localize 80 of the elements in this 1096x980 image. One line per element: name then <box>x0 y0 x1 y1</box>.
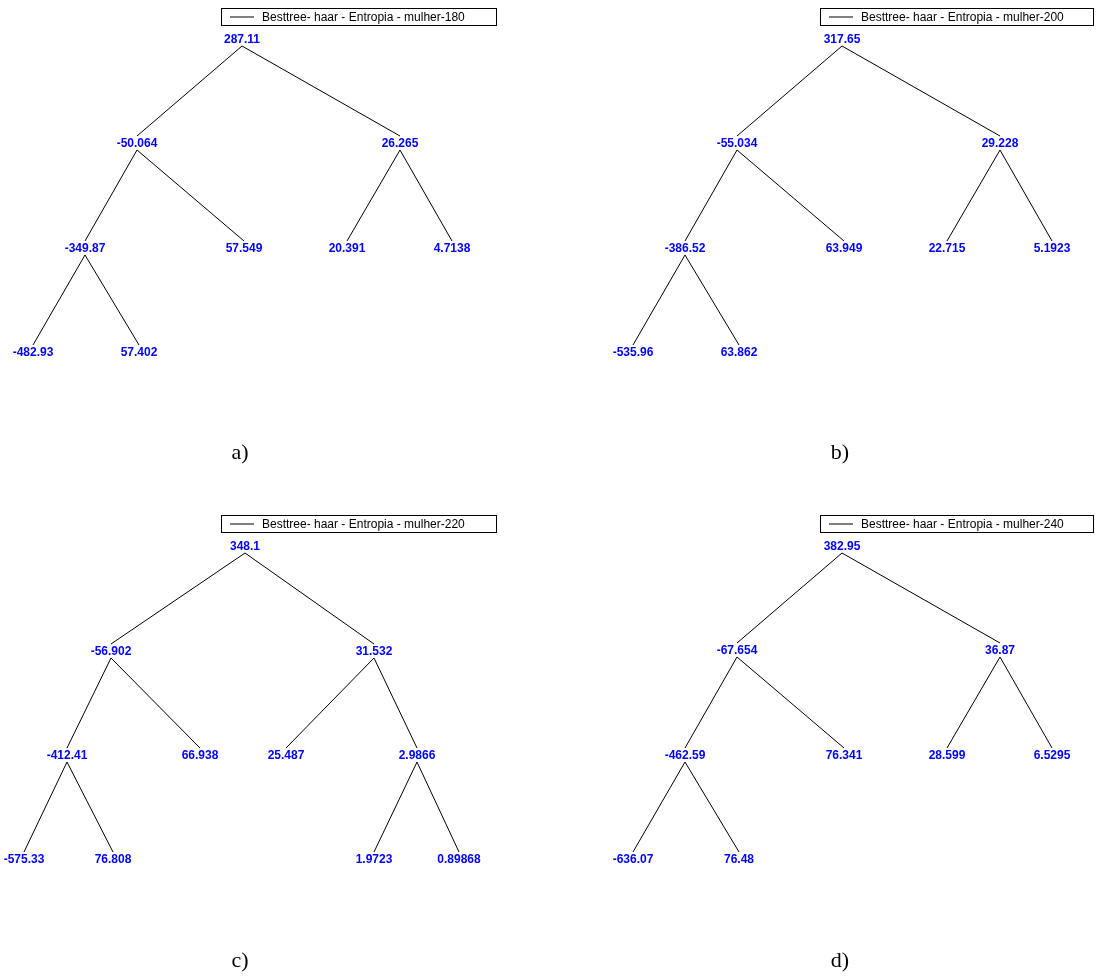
tree-branch-line <box>136 45 243 137</box>
legend-text: Besttree- haar - Entropia - mulher-180 <box>262 10 465 24</box>
node-value: -386.52 <box>664 241 706 255</box>
tree-branch-line <box>373 761 418 853</box>
tree-branch-line <box>999 656 1053 749</box>
legend-text: Besttree- haar - Entropia - mulher-240 <box>861 517 1064 531</box>
node-value: 1.9723 <box>355 852 393 866</box>
node-value: -50.064 <box>116 136 158 150</box>
tree-branch-line <box>373 657 418 749</box>
tree-branch-line <box>736 149 845 242</box>
node-value: 63.862 <box>720 345 758 359</box>
tree-branch-line <box>399 149 453 242</box>
node-value: 76.808 <box>94 852 132 866</box>
tree-branch-line <box>66 761 114 853</box>
tree-branch-line <box>684 761 740 853</box>
panel-label: d) <box>830 947 850 973</box>
tree-branch-line <box>684 254 740 346</box>
node-value: -67.654 <box>716 643 758 657</box>
node-value: 4.7138 <box>433 241 471 255</box>
node-value: 66.938 <box>181 748 219 762</box>
node-value: -535.96 <box>612 345 654 359</box>
node-value: 76.48 <box>724 852 754 866</box>
node-value: 76.341 <box>825 748 863 762</box>
tree-branch-line <box>84 254 140 346</box>
node-value: 348.1 <box>230 539 260 553</box>
node-value: 29.228 <box>981 136 1019 150</box>
node-value: 287.11 <box>224 32 260 46</box>
node-value: 6.5295 <box>1033 748 1071 762</box>
node-value: 57.549 <box>225 241 263 255</box>
node-value: 26.265 <box>381 136 419 150</box>
tree-branch-line <box>736 552 843 644</box>
node-value: -56.902 <box>90 644 132 658</box>
tree-branch-line <box>23 761 68 853</box>
tree-branch-line <box>684 656 738 749</box>
tree-branch-line <box>110 552 246 645</box>
tree-branch-line <box>736 45 843 137</box>
node-value: -55.034 <box>716 136 758 150</box>
node-value: 22.715 <box>928 241 966 255</box>
tree-branch-line <box>285 657 375 749</box>
node-value: 317.65 <box>823 32 861 46</box>
node-value: 25.487 <box>267 748 305 762</box>
node-value: -462.59 <box>664 748 706 762</box>
tree-branch-line <box>241 45 401 137</box>
tree-branch-line <box>84 149 138 242</box>
tree-branch-line <box>841 552 1001 644</box>
tree-branch-line <box>736 656 845 749</box>
tree-branch-line <box>632 254 686 346</box>
node-value: 2.9866 <box>398 748 436 762</box>
panel-label: a) <box>231 439 249 465</box>
tree-branch-line <box>136 149 245 242</box>
node-value: -575.33 <box>3 852 45 866</box>
node-value: 5.1923 <box>1033 241 1071 255</box>
node-value: 28.599 <box>928 748 966 762</box>
node-value: -349.87 <box>64 241 106 255</box>
tree-branch-line <box>346 149 401 242</box>
tree-branch-line <box>999 149 1053 242</box>
tree-branch-line <box>684 149 738 242</box>
node-value: 57.402 <box>120 345 158 359</box>
tree-branch-line <box>244 552 375 645</box>
node-value: -636.07 <box>612 852 654 866</box>
tree-branch-line <box>946 656 1001 749</box>
tree-branch-line <box>416 761 460 853</box>
legend-text: Besttree- haar - Entropia - mulher-200 <box>861 10 1064 24</box>
node-value: 20.391 <box>328 241 366 255</box>
legend-text: Besttree- haar - Entropia - mulher-220 <box>262 517 465 531</box>
node-value: 382.95 <box>823 539 861 553</box>
node-value: -482.93 <box>12 345 54 359</box>
tree-branch-line <box>110 657 201 749</box>
tree-branch-line <box>946 149 1001 242</box>
panel-label: b) <box>830 439 850 465</box>
tree-branch-line <box>66 657 112 749</box>
node-value: -412.41 <box>46 748 88 762</box>
panel-label: c) <box>231 947 249 973</box>
tree-branch-line <box>32 254 86 346</box>
node-value: 36.87 <box>985 643 1015 657</box>
tree-branch-line <box>632 761 686 853</box>
node-value: 31.532 <box>355 644 393 658</box>
node-value: 0.89868 <box>437 852 481 866</box>
node-value: 63.949 <box>825 241 863 255</box>
tree-branch-line <box>841 45 1001 137</box>
